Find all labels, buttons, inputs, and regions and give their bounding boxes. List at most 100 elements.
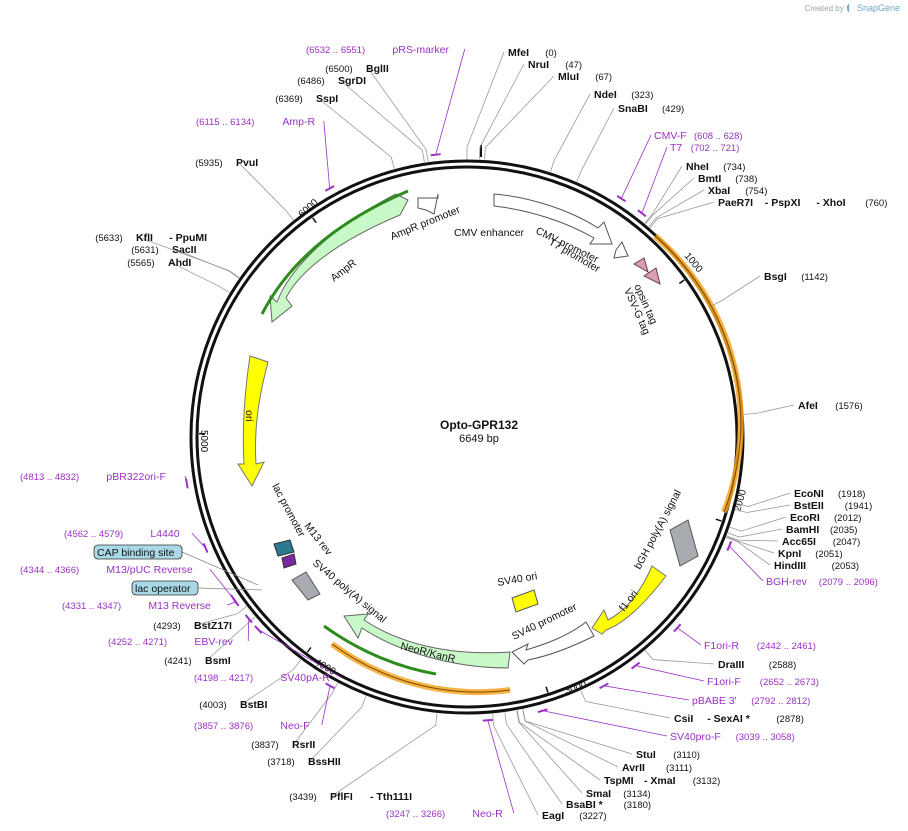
enzyme-acc65i[interactable]: Acc65I(2047) [726,535,860,548]
primer-sv40pa-r[interactable]: (4198 .. 4217)SV40pA-R [194,625,341,684]
enzyme-ecori[interactable]: EcoRI(2012) [729,512,862,532]
primer-m13-puc-reverse[interactable]: (4344 .. 4366)M13/pUC Reverse [20,564,238,604]
primer-name: SV40pro-F [670,731,721,743]
primer-bgh-rev[interactable]: BGH-rev(2079 .. 2096) [726,540,878,588]
enzyme-smai[interactable]: SmaI(3134) [516,710,651,800]
enzyme-name: SnaBI [618,103,648,115]
primer-cmv-f[interactable]: CMV-F(608 .. 628) [616,130,743,203]
primer-name: M13 Reverse [148,600,211,612]
enzyme-position: (1576) [835,401,862,412]
enzyme-bsteii[interactable]: BstEII(1941) [735,500,872,513]
primer-position: (2079 .. 2096) [819,577,878,588]
enzyme-position: (3439) [289,792,316,803]
enzyme-bamhi[interactable]: BamHI(2035) [727,524,858,538]
plasmid-length: 6649 bp [459,433,499,445]
enzyme-pflfi[interactable]: PflFI- Tth111I(3439) [289,713,438,803]
enzyme-sspi[interactable]: SspI(6369) [275,93,395,169]
enzyme-name: PflFI [330,791,353,803]
primer-neo-r[interactable]: (3247 .. 3266)Neo-R [386,718,515,820]
primer-name: CMV-F [654,130,687,142]
enzyme-eagi[interactable]: EagI(3227) [492,713,607,822]
enzyme-draiii[interactable]: DraIII(2588) [644,650,796,671]
enzyme-name: KpnI [778,548,801,560]
primer-name: F1ori-R [704,640,739,652]
cap-binding-site-label: CAP binding site [97,547,175,559]
primer-name: EBV-rev [194,636,233,648]
enzyme-nrui[interactable]: NruI(47) [478,59,582,160]
enzyme-position: (3718) [267,757,294,768]
primer-site-mark [616,195,627,203]
tick-mark [545,686,549,693]
enzyme-bsshii[interactable]: BssHII(3718) [267,695,367,768]
enzyme-mlui[interactable]: MluI(67) [484,71,613,160]
enzyme-alt-name: - PspXI [765,197,801,209]
enzyme-position: (3837) [251,740,278,751]
enzyme-position: (6486) [297,76,324,87]
primer-l4440[interactable]: (4562 .. 4579)L4440 [64,528,209,553]
enzyme-pvui[interactable]: PvuI(5935) [195,157,294,221]
enzyme-sacii[interactable]: SacII(5631) [131,244,240,279]
enzyme-position: (2053) [832,561,859,572]
primer-sv40pro-f[interactable]: SV40pro-F(3039 .. 3058) [537,708,795,743]
enzyme-leader [726,536,775,554]
enzyme-tspmi[interactable]: TspMI- XmaI(3132) [516,710,720,787]
enzyme-bsgi[interactable]: BsgI(1142) [711,271,828,307]
enzyme-avrii[interactable]: AvrII(3111) [522,709,692,774]
enzyme-snabi[interactable]: SnaBI(429) [576,103,685,182]
enzyme-econi[interactable]: EcoNI(1918) [736,488,866,507]
primer-t7[interactable]: T7(702 .. 721) [637,142,739,218]
enzyme-kfli[interactable]: KflI- PpuMI(5633) [95,232,240,278]
enzyme-name: RsrII [292,739,315,751]
opsin-tag-shape [633,257,649,274]
primer-position: (2652 .. 2673) [760,677,819,688]
enzyme-sgrdi[interactable]: SgrDI(6486) [297,75,425,163]
enzyme-name: MfeI [508,47,529,59]
enzyme-paer7i[interactable]: PaeR7I- PspXI- XhoI(760) [649,197,887,228]
enzyme-leader [644,165,683,224]
enzyme-csii[interactable]: CsiI- SexAI *(2878) [580,690,804,725]
primer-ebv-rev[interactable]: (4252 .. 4271)EBV-rev [108,614,253,648]
enzyme-leader [735,504,791,513]
primer-leader [635,665,705,682]
enzyme-afei[interactable]: AfeI(1576) [744,400,863,415]
primer-leader [435,48,466,155]
enzyme-bstbi[interactable]: BstBI(4003) [199,659,302,711]
primer-neo-f[interactable]: (3857 .. 3876)Neo-F [194,682,335,732]
enzyme-bsabi-[interactable]: BsaBI *(3180) [504,712,651,811]
primer-pbabe-3-[interactable]: pBABE 3'(2792 .. 2812) [599,682,811,707]
enzyme-bstz17i[interactable]: BstZ17I(4293) [153,606,247,632]
enzyme-name: BglII [366,63,389,75]
enzyme-mfei[interactable]: MfeI(0) [466,47,557,159]
enzyme-alt-name: - SexAI * [707,713,751,725]
primer-site-mark [325,682,335,690]
enzyme-leader [648,189,705,227]
enzyme-position: (6500) [325,64,352,75]
enzyme-xbai[interactable]: XbaI(754) [648,185,768,227]
enzyme-ahdi[interactable]: AhdI(5565) [127,257,230,293]
enzyme-rsrii[interactable]: RsrII (3837) [251,682,338,751]
primer-position: (4331 .. 4347) [62,601,121,612]
enzyme-nhei[interactable]: NheI(734) [644,161,746,224]
enzyme-name: PaeR7I [718,197,753,209]
primer-name: Neo-F [280,720,309,732]
enzyme-bglii[interactable]: BglII (6500) [325,63,429,162]
primer-leader [677,627,702,646]
primer-position: (6532 .. 6551) [306,45,365,56]
enzyme-kpni[interactable]: KpnI(2051) [726,536,843,560]
primer-prs-marker[interactable]: (6532 .. 6551)pRS-marker [306,44,466,157]
tick-3000: 3000 [564,679,589,696]
enzyme-position: (3132) [693,776,720,787]
enzyme-ndei[interactable]: NdeI(323) [550,89,654,172]
enzyme-bsmi[interactable]: BsmI(4241) [164,616,256,667]
enzyme-alt-name: - XhoI [816,197,845,209]
primer-m13-reverse[interactable]: (4331 .. 4347) M13 Reverse [62,597,240,612]
primer-f1ori-f[interactable]: F1ori-F(2652 .. 2673) [630,661,819,688]
primer-amp-r[interactable]: (6115 .. 6134)Amp-R [196,116,335,192]
ori-arrow [237,355,269,488]
primer-pbr322ori-f[interactable]: (4813 .. 4832)pBR322ori-F [20,471,189,489]
enzyme-hindiii[interactable]: HindIII(2053) [726,536,859,572]
enzyme-bmti[interactable]: BmtI(738) [645,173,758,225]
cmv-enhancer-arrow [493,193,613,245]
primer-f1ori-r[interactable]: F1ori-R(2442 .. 2461) [673,623,816,652]
primer-position: (6115 .. 6134) [196,117,254,128]
